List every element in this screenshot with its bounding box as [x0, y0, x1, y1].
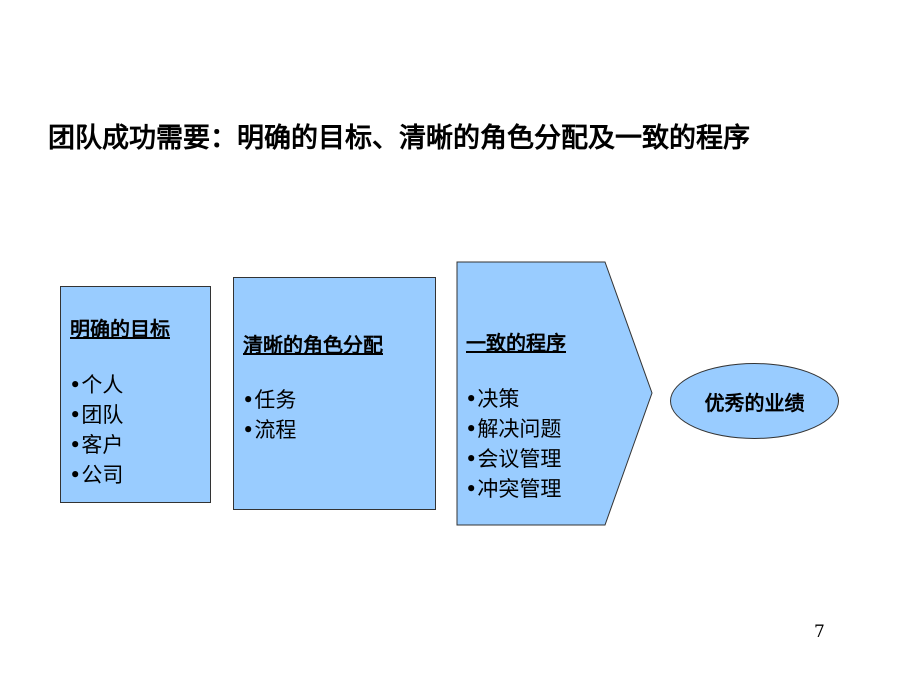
goals-item: 客户 [69, 430, 123, 460]
roles-box: 清晰的角色分配 任务 流程 [233, 277, 436, 510]
result-ellipse: 优秀的业绩 [670, 363, 839, 439]
procedures-item: 冲突管理 [465, 474, 561, 504]
roles-heading: 清晰的角色分配 [243, 333, 383, 357]
slide-title: 团队成功需要：明确的目标、清晰的角色分配及一致的程序 [48, 123, 750, 154]
procedures-heading: 一致的程序 [466, 331, 566, 355]
goals-item: 公司 [69, 460, 123, 490]
procedures-item: 解决问题 [465, 414, 561, 444]
result-label: 优秀的业绩 [704, 390, 805, 415]
roles-list: 任务 流程 [242, 385, 296, 445]
procedures-item: 决策 [465, 384, 561, 414]
procedures-list: 决策 解决问题 会议管理 冲突管理 [465, 384, 561, 504]
goals-item: 团队 [69, 400, 123, 430]
roles-item: 任务 [242, 385, 296, 415]
goals-item: 个人 [69, 370, 123, 400]
goals-heading: 明确的目标 [70, 317, 170, 341]
roles-item: 流程 [242, 415, 296, 445]
procedures-item: 会议管理 [465, 444, 561, 474]
goals-box: 明确的目标 个人 团队 客户 公司 [60, 286, 211, 503]
goals-list: 个人 团队 客户 公司 [69, 370, 123, 490]
page-number: 7 [814, 622, 825, 642]
